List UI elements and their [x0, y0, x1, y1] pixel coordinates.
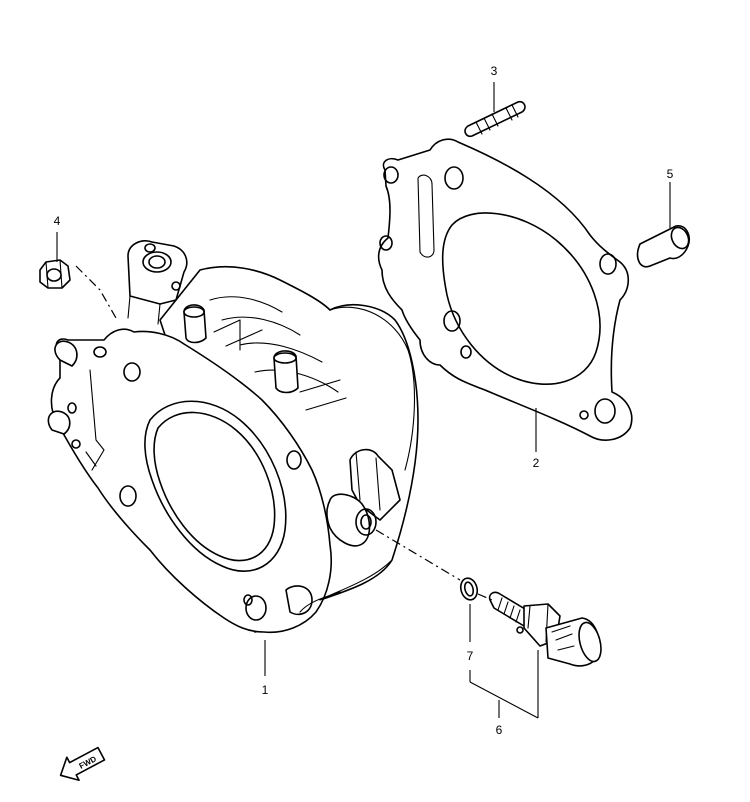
- callout-3: 3: [491, 64, 498, 78]
- leader-lines: [56, 82, 671, 719]
- callout-7: 7: [467, 649, 474, 663]
- o-ring-part-7[interactable]: [458, 576, 479, 601]
- callout-5: 5: [667, 167, 674, 181]
- stud-bolt-part-3[interactable]: [464, 100, 526, 138]
- callout-1: 1: [262, 683, 269, 697]
- callout-4: 4: [54, 214, 61, 228]
- head-gasket-part-2[interactable]: [377, 138, 633, 441]
- dowel-pin-part-5[interactable]: [636, 225, 692, 268]
- callout-6: 6: [496, 723, 503, 737]
- cylinder-part-1[interactable]: [47, 240, 419, 634]
- assembly-centerlines: [75, 265, 493, 601]
- callout-labels: 1 2 3 4 5 6 7: [54, 64, 674, 737]
- forward-arrow-icon: FWD: [59, 746, 106, 782]
- nut-part-4[interactable]: [39, 259, 71, 289]
- temperature-sensor-part-6[interactable]: [488, 591, 605, 667]
- callout-2: 2: [533, 456, 540, 470]
